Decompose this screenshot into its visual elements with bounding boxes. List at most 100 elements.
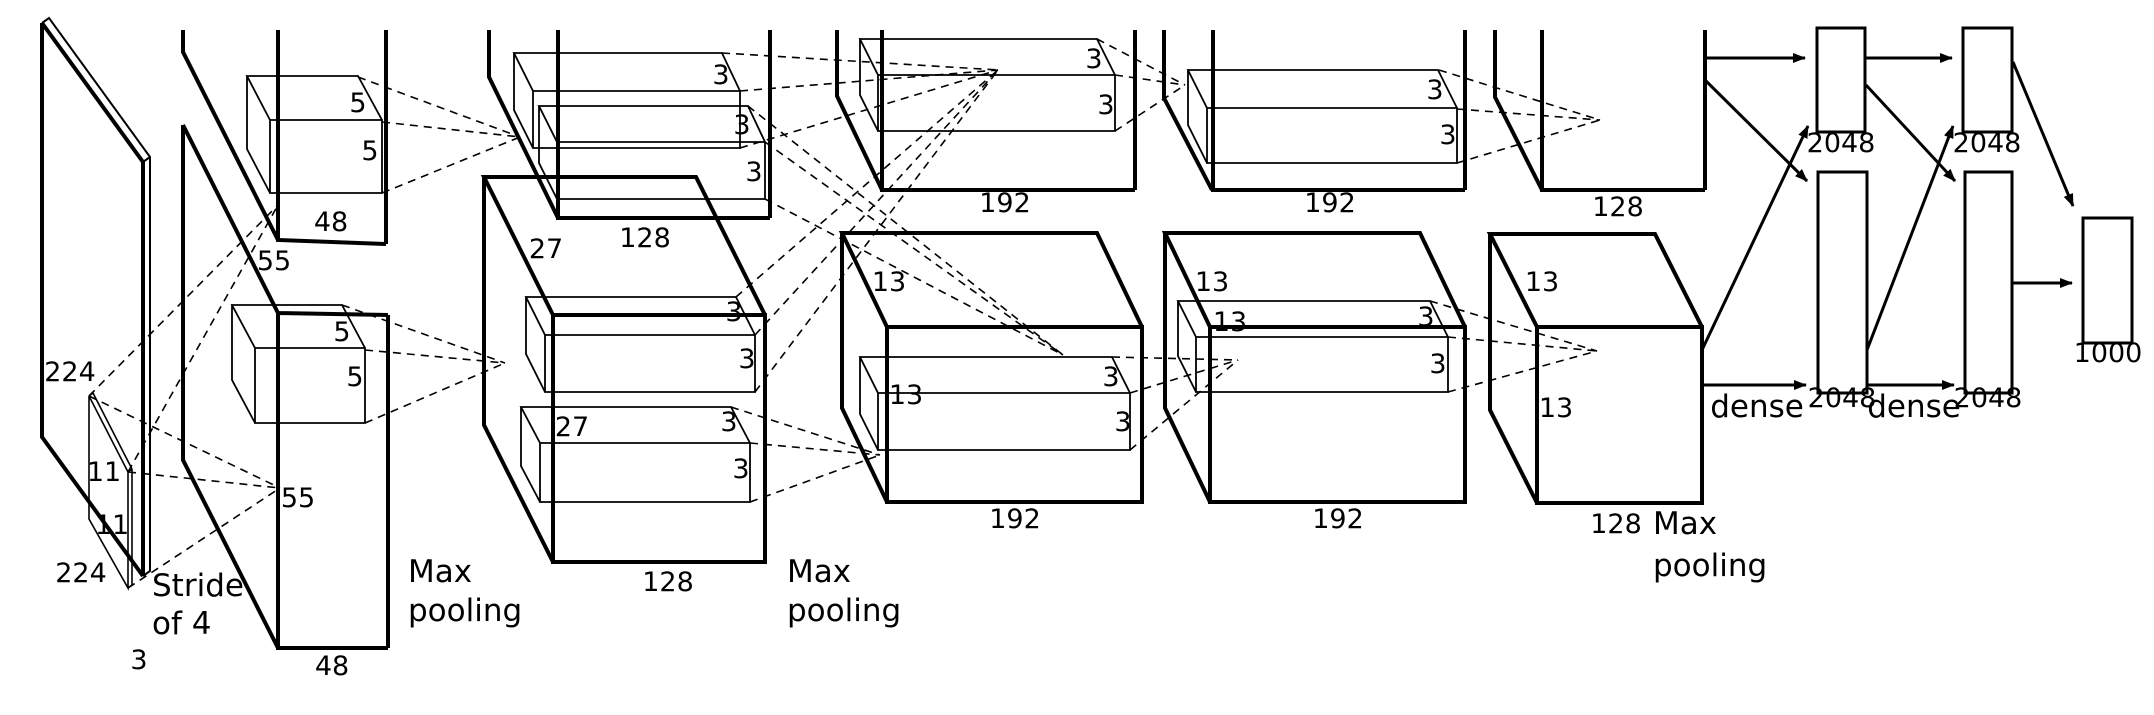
conv3-upper-k1: 3	[1097, 90, 1114, 121]
conv1-lower-depth-label: 48	[315, 651, 349, 682]
pool1-label: Max pooling	[408, 554, 522, 629]
conv2-lower-kernel-box-a	[524, 296, 756, 393]
pool3-label: Max pooling	[1653, 506, 1767, 584]
pool5-upper-cross-arrow	[1703, 78, 1809, 183]
conv1-lower-layer: 55 48 5 5	[181, 124, 390, 682]
conv2-upper-k0: 3	[712, 60, 729, 91]
fc7-upper-units-label: 2048	[1953, 128, 2022, 159]
output-layer-bar	[2081, 216, 2134, 345]
conv4-lower-box	[1161, 231, 1467, 504]
conv2-upper-k1: 3	[733, 110, 750, 141]
conv3-upper-depth-label: 192	[979, 188, 1031, 219]
pool1-line1: Max	[408, 554, 472, 590]
fc7-lower-units-label: 2048	[1954, 383, 2023, 414]
conv4-lower-inner-size-label: 13	[1213, 307, 1247, 338]
input-image-layer: 224 11 11 224 3 Stride of 4	[40, 16, 244, 676]
pool1-line2: pooling	[408, 593, 522, 629]
conv2-upper-plane	[487, 30, 772, 220]
pool2-line2: pooling	[787, 593, 901, 629]
pool5-lower-cross-arrow	[1700, 125, 1810, 351]
conv2-upperB-to-conv3-lower-lines	[747, 105, 1064, 356]
conv1-lower-to-conv2-lines	[341, 304, 506, 424]
conv1-upper-kernel-front-label: 5	[361, 136, 378, 167]
fc6-lower-cross-arrow	[1865, 125, 1955, 351]
conv2-lower-kernel-box-b	[519, 406, 751, 503]
conv2-lower-k1: 3	[738, 344, 755, 375]
conv1-upper-kernel-top-label: 5	[349, 88, 366, 119]
conv3-lower-box	[838, 231, 1144, 504]
conv2-lower-depth-label: 128	[642, 567, 694, 598]
input-plane-thickness	[41, 16, 151, 577]
pool3-line2: pooling	[1653, 548, 1767, 584]
conv1-upper-plane	[181, 30, 388, 246]
fc7-lower-bar	[1963, 170, 2014, 395]
conv2-lower-k2: 3	[720, 407, 737, 438]
dense-connection-arrows	[1700, 53, 2075, 390]
conv3-lower-k0: 3	[1102, 362, 1119, 393]
fc6-lower-units-label: 2048	[1808, 383, 1877, 414]
conv2-lower-layer: 27 27 3 3 3 3 128	[480, 175, 767, 598]
conv2-upper-layer: 3 3 3 128	[487, 30, 772, 254]
conv3-lower-inner-size-label: 13	[889, 380, 923, 411]
conv4-lower-k1: 3	[1429, 349, 1446, 380]
conv1-lower-plane	[181, 124, 390, 650]
conv1-upper-layer: 55 48 5 5	[181, 30, 388, 277]
fully-connected-layers: 2048 2048 2048 2048 1000 dense dense	[1710, 26, 2143, 425]
conv2-lower-inner-size-label: 27	[555, 412, 589, 443]
fc7-upper-to-output-arrow	[2011, 61, 2075, 207]
conv5-lower-inner-size-label: 13	[1539, 393, 1573, 424]
conv5-lower-size-label: 13	[1525, 267, 1559, 298]
conv3-lower-k1: 3	[1114, 407, 1131, 438]
conv4-lower-layer: 13 13 3 3 192	[1161, 231, 1467, 535]
conv4-upper-depth-label: 192	[1304, 188, 1356, 219]
conv4-lower-depth-label: 192	[1312, 504, 1364, 535]
conv4-upper-layer: 3 3 192	[1162, 30, 1467, 219]
stride-label-line1: Stride	[152, 568, 244, 604]
conv2-lower-k3: 3	[732, 454, 749, 485]
conv5-lower-depth-label: 128	[1590, 509, 1642, 540]
conv4-lower-size-label: 13	[1195, 267, 1229, 298]
conv5-lower-layer: 13 13 128	[1486, 232, 1704, 540]
conv3-upper-layer: 3 3 192	[835, 30, 1137, 219]
conv3-upper-k0: 3	[1085, 44, 1102, 75]
conv4-lower-to-conv5-lower-lines	[1429, 300, 1598, 393]
fc6-lower-bar	[1816, 170, 1869, 395]
conv1-lower-kernel-box	[230, 304, 366, 424]
conv2-upper-kernel-box-a	[512, 52, 741, 149]
conv5-upper-layer: 128	[1493, 30, 1707, 223]
conv1-lower-kernel-front-label: 5	[346, 362, 363, 393]
conv1-lower-size-label: 55	[281, 483, 315, 514]
conv3-lower-layer: 13 13 3 3 192	[838, 231, 1144, 535]
fc7-dense-label: dense	[1867, 389, 1961, 425]
output-units-label: 1000	[2074, 338, 2143, 369]
conv4-lower-kernel-box	[1176, 300, 1449, 393]
stride-label-line2: of 4	[152, 606, 211, 642]
conv2-upper-kernel-box-b	[537, 105, 766, 200]
conv4-upper-kernel-box	[1186, 69, 1458, 164]
input-channels-label: 3	[130, 645, 147, 676]
conv3-upper-to-conv4-upper-lines	[1096, 38, 1186, 132]
pool2-label: Max pooling	[787, 554, 901, 629]
conv3-lower-kernel-box	[858, 356, 1131, 451]
conv3-lower-depth-label: 192	[989, 504, 1041, 535]
conv2-lower-box	[480, 175, 767, 564]
conv1-upper-kernel-box	[245, 75, 383, 194]
input-width-label: 224	[55, 558, 107, 589]
conv5-lower-box	[1486, 232, 1704, 505]
conv4-upper-plane	[1162, 30, 1467, 192]
conv3-upper-plane	[835, 30, 1137, 192]
input-patch-outline	[88, 391, 133, 592]
fc6-upper-cross-arrow	[1864, 83, 1957, 183]
fc6-upper-units-label: 2048	[1807, 128, 1876, 159]
conv1-upper-depth-label: 48	[314, 207, 348, 238]
conv2-lowerB-to-conv3-lower-lines	[730, 406, 881, 503]
conv2-upper-depth-label: 128	[619, 223, 671, 254]
input-patch-width-label: 11	[95, 510, 129, 541]
conv3-lower-to-conv4-lower-lines	[1111, 356, 1239, 451]
pool3-line1: Max	[1653, 506, 1717, 542]
conv5-upper-depth-label: 128	[1592, 192, 1644, 223]
conv2-lower-k0: 3	[725, 297, 742, 328]
input-height-label: 224	[44, 357, 96, 388]
fc7-upper-bar	[1961, 26, 2014, 134]
